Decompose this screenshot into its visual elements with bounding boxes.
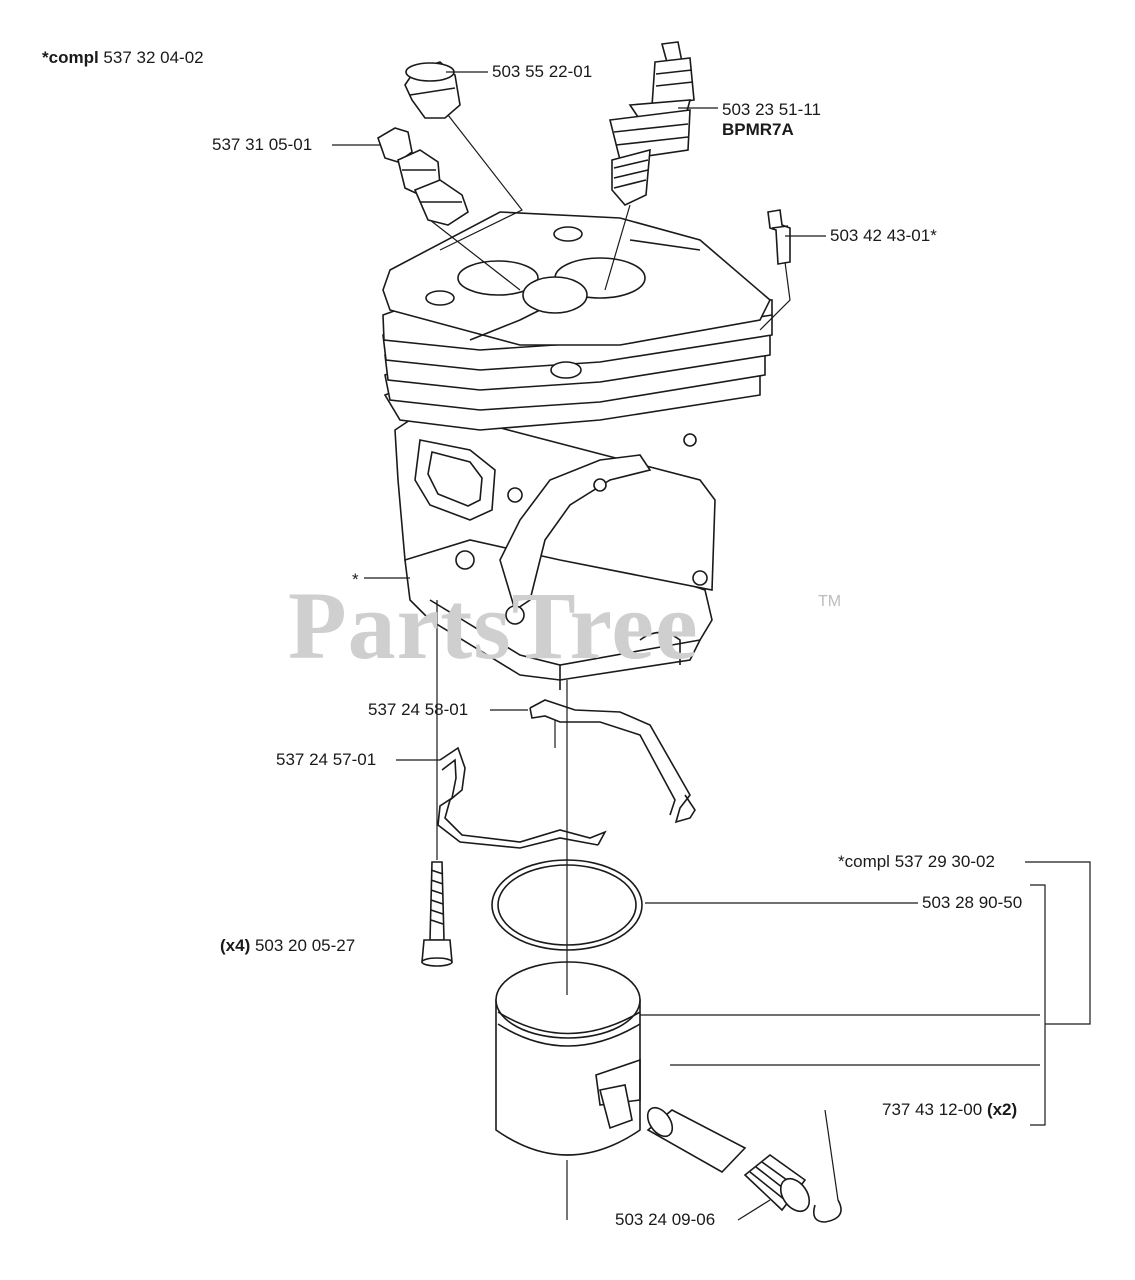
spark-plug-part bbox=[609, 41, 695, 206]
circlip-part bbox=[812, 1199, 842, 1223]
assembly-compl-label: *compl 537 32 04-02 bbox=[42, 48, 204, 68]
trademark-mark: TM bbox=[818, 593, 842, 610]
plug-cap-part bbox=[404, 61, 461, 119]
callout-cylinder-star: * bbox=[352, 570, 359, 589]
spark-plug-type: BPMR7A bbox=[722, 120, 794, 139]
piston-kit-prefix: *compl bbox=[838, 852, 890, 871]
needle-bearing-part bbox=[743, 1153, 811, 1213]
screw-number: 503 20 05-27 bbox=[254, 936, 356, 955]
wrist-pin-part bbox=[646, 1106, 747, 1174]
callout-piston-kit: *compl 537 29 30-02 bbox=[838, 852, 995, 872]
callout-screw: (x4) 503 20 05-27 bbox=[220, 936, 355, 956]
pin-marker-part bbox=[767, 209, 791, 265]
partstree-watermark: PartsTree bbox=[288, 572, 699, 679]
callout-plug-cap: 503 55 22-01 bbox=[492, 62, 593, 81]
callout-gasket-lower: 537 24 57-01 bbox=[276, 750, 377, 769]
spark-plug-number: 503 23 51-11 bbox=[722, 100, 821, 119]
callout-spark-plug: 503 23 51-11 BPMR7A bbox=[722, 100, 821, 140]
callout-circlip: 737 43 12-00 (x2) bbox=[882, 1100, 1017, 1120]
piston-part bbox=[495, 961, 641, 1156]
piston-kit-number: 537 29 30-02 bbox=[894, 852, 995, 871]
callout-piston-ring: 503 28 90-50 bbox=[922, 893, 1023, 912]
callout-pin-marker: 503 42 43-01* bbox=[830, 226, 937, 245]
callout-gasket-upper: 537 24 58-01 bbox=[368, 700, 469, 719]
callout-needle-bearing: 503 24 09-06 bbox=[615, 1210, 716, 1229]
leader-lines bbox=[332, 71, 1091, 1221]
circlip-qty: (x2) bbox=[986, 1100, 1018, 1119]
circlip-number: 737 43 12-00 bbox=[882, 1100, 983, 1119]
callout-decomp-valve: 537 31 05-01 bbox=[212, 135, 313, 154]
decompression-valve-part bbox=[377, 127, 469, 226]
screw-part bbox=[421, 861, 453, 967]
compl-prefix: *compl bbox=[42, 48, 99, 67]
gasket-lower-part bbox=[437, 746, 607, 849]
cylinder-assembly bbox=[382, 211, 773, 690]
gasket-upper-part bbox=[529, 699, 696, 824]
screw-qty: (x4) bbox=[220, 936, 251, 955]
compl-number: 537 32 04-02 bbox=[103, 48, 204, 67]
